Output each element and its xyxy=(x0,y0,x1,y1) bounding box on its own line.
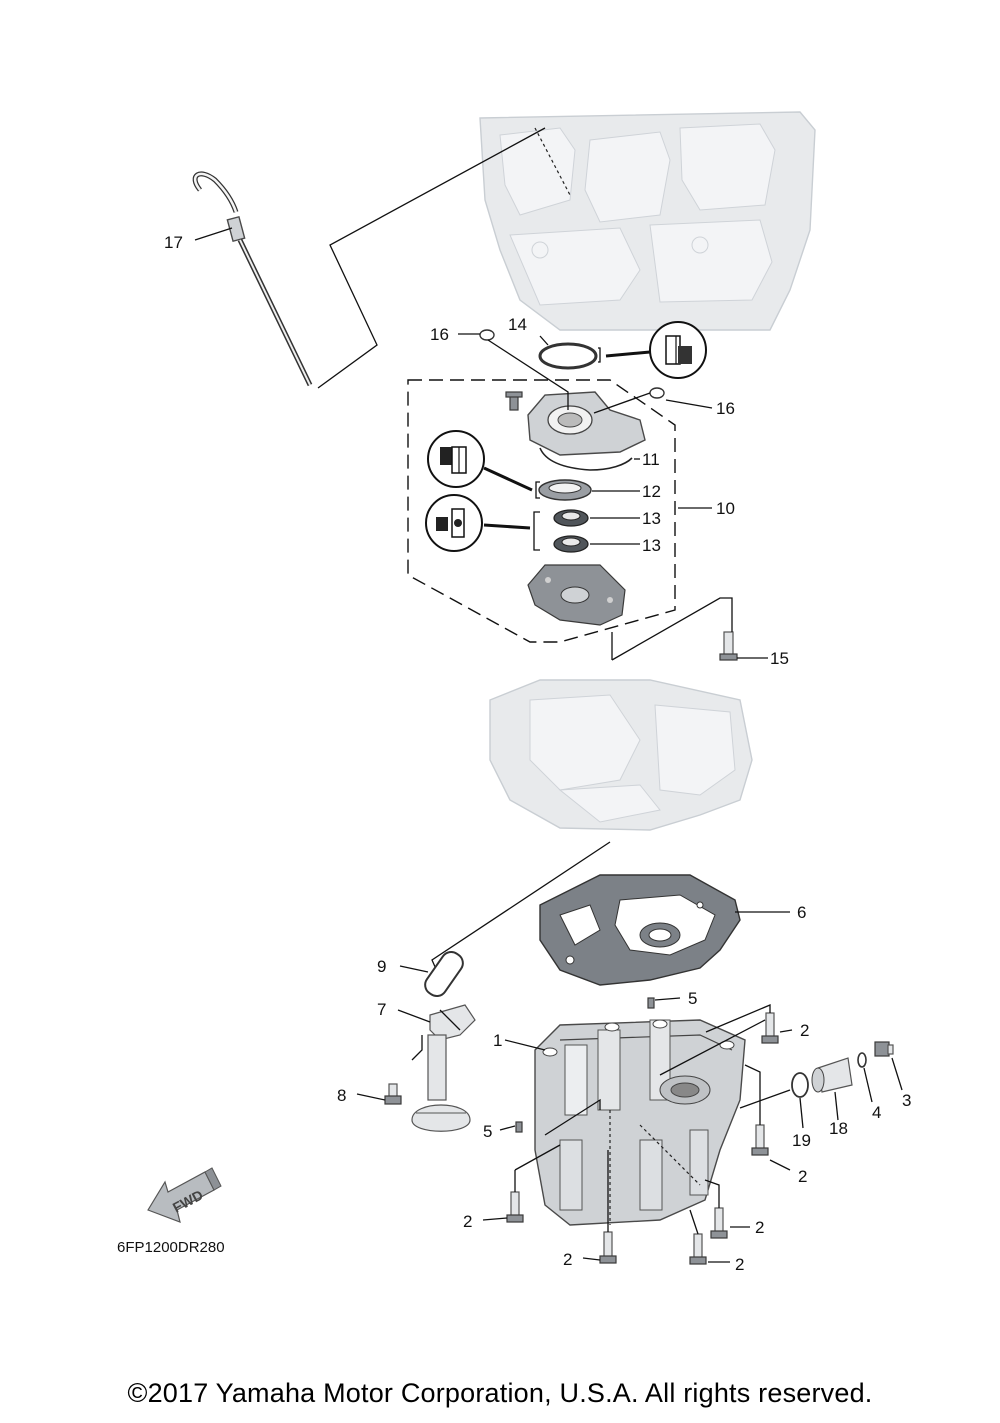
pin-5-top xyxy=(647,997,655,1009)
copyright-notice: ©2017 Yamaha Motor Corporation, U.S.A. A… xyxy=(127,1378,873,1408)
drain-fitting-18 xyxy=(811,1057,853,1093)
callout-15: 15 xyxy=(770,649,789,668)
callout-4: 4 xyxy=(872,1103,881,1122)
gasket-6 xyxy=(539,874,741,986)
callout-2-top-right: 2 xyxy=(800,1021,809,1040)
callout-16-left: 16 xyxy=(430,325,449,344)
fwd-arrow-icon: FWD xyxy=(147,1167,222,1223)
callout-17: 17 xyxy=(164,233,183,252)
callout-7: 7 xyxy=(377,1000,386,1019)
o-ring-16-left xyxy=(479,329,495,341)
upper-casing-ghost xyxy=(489,679,753,831)
callout-11: 11 xyxy=(642,450,660,469)
oil-seal-lube-icon xyxy=(425,494,483,552)
bolt-2-bottom-right-lower xyxy=(689,1233,707,1265)
grease-symbol-icon xyxy=(649,321,707,379)
callout-16-right: 16 xyxy=(716,399,735,418)
o-ring-16-right xyxy=(649,387,665,399)
callout-3: 3 xyxy=(902,1091,911,1110)
callout-9: 9 xyxy=(377,957,386,976)
o-ring-14 xyxy=(538,342,598,370)
bolt-2-right xyxy=(751,1124,769,1156)
oil-pan-1 xyxy=(534,1019,746,1226)
callout-2-bottom-right-upper: 2 xyxy=(755,1218,764,1237)
bolt-2-bottom-center xyxy=(599,1231,617,1264)
callout-5-left: 5 xyxy=(483,1122,492,1141)
bolt-8 xyxy=(384,1083,402,1105)
oil-seal-13-upper xyxy=(553,509,589,527)
pin-5-left xyxy=(515,1121,523,1133)
oil-pump-assembly-boundary xyxy=(407,379,676,643)
gasket-19 xyxy=(791,1072,809,1098)
callout-14: 14 xyxy=(508,315,527,334)
gasket-11 xyxy=(539,447,633,471)
pump-cover xyxy=(505,391,646,456)
bolt-2-left xyxy=(506,1191,524,1223)
pump-body xyxy=(527,564,626,626)
bolt-2-bottom-right-upper xyxy=(710,1207,728,1239)
bolt-15 xyxy=(719,631,738,661)
oil-seal-12 xyxy=(538,479,592,501)
gasket-4 xyxy=(857,1052,867,1068)
callout-2-right: 2 xyxy=(798,1167,807,1186)
callout-1: 1 xyxy=(493,1031,502,1050)
callout-6: 6 xyxy=(797,903,806,922)
callout-5-top: 5 xyxy=(688,989,697,1008)
callout-2-bottom-center: 2 xyxy=(563,1250,572,1269)
callout-13-upper: 13 xyxy=(642,509,661,528)
callout-2-bottom-right-lower: 2 xyxy=(735,1255,744,1274)
callout-18: 18 xyxy=(829,1119,848,1138)
diagram-code: 6FP1200DR280 xyxy=(117,1239,225,1256)
engine-block-ghost xyxy=(479,111,816,331)
callout-13-lower: 13 xyxy=(642,536,661,555)
callout-19: 19 xyxy=(792,1131,811,1150)
callout-10: 10 xyxy=(716,499,735,518)
oil-symbol-icon xyxy=(427,430,485,488)
oil-seal-13-lower xyxy=(553,535,589,553)
drain-plug-3 xyxy=(874,1041,894,1057)
callout-12: 12 xyxy=(642,482,661,501)
bolt-2-top-right xyxy=(761,1012,779,1044)
callout-8: 8 xyxy=(337,1086,346,1105)
dipstick xyxy=(192,171,313,387)
callout-2-left: 2 xyxy=(463,1212,472,1231)
gasket-9 xyxy=(424,950,464,998)
oil-strainer-7 xyxy=(411,1004,476,1132)
